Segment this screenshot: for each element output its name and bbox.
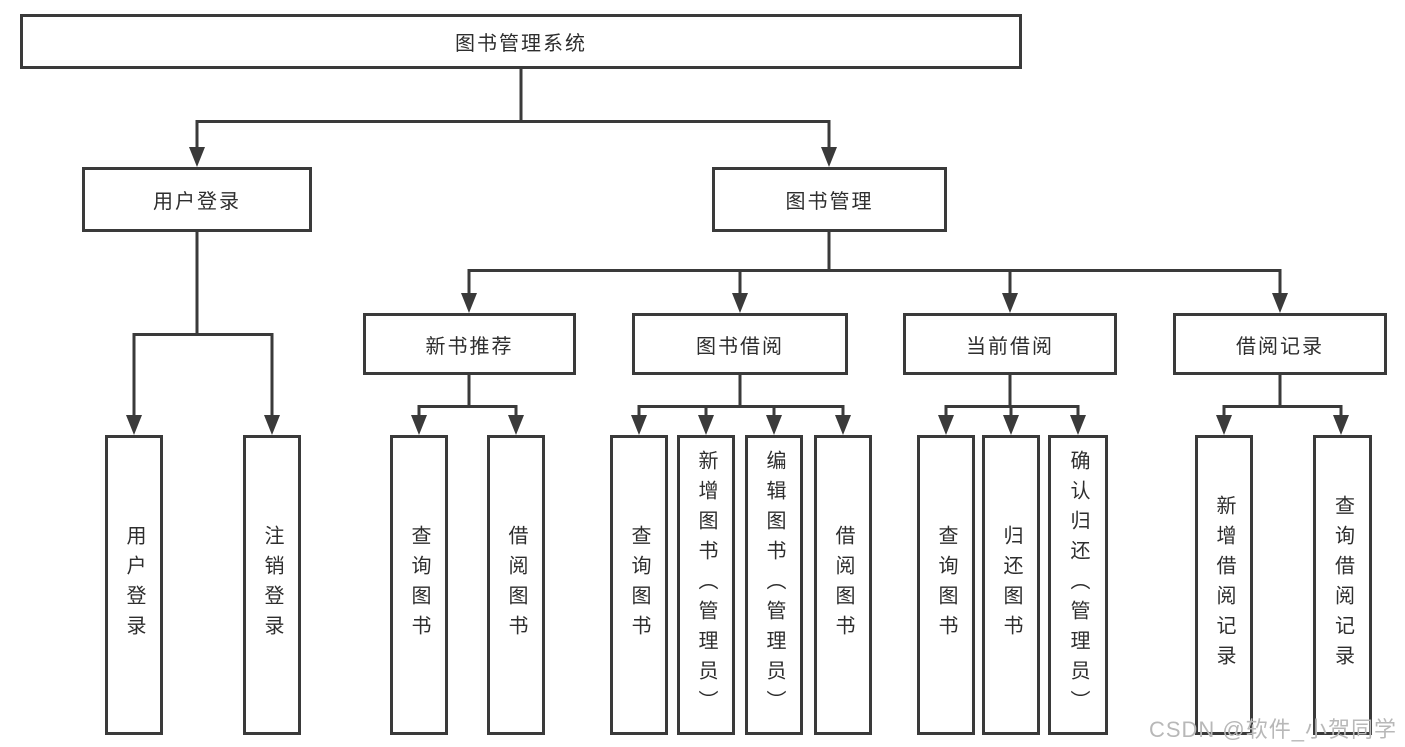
leaf-logout: 注销登录 bbox=[243, 435, 301, 735]
csdn-watermark: CSDN @软件_小贺同学 bbox=[1148, 717, 1397, 742]
leaf-current-confirm-return-admin: 确认归还（管理员） bbox=[1048, 435, 1108, 735]
leaf-records-query-borrow-record: 查询借阅记录 bbox=[1313, 435, 1372, 735]
node-root-book-management-system: 图书管理系统 bbox=[20, 14, 1022, 69]
node-borrowing-records: 借阅记录 bbox=[1173, 313, 1387, 375]
leaf-recommendation-borrow-books: 借阅图书 bbox=[487, 435, 545, 735]
node-book-management: 图书管理 bbox=[712, 167, 947, 232]
leaf-borrowing-add-books-admin: 新增图书（管理员） bbox=[677, 435, 735, 735]
leaf-records-add-borrow-record: 新增借阅记录 bbox=[1195, 435, 1253, 735]
leaf-user-login: 用户登录 bbox=[105, 435, 163, 735]
leaf-recommendation-query-books: 查询图书 bbox=[390, 435, 448, 735]
node-user-login: 用户登录 bbox=[82, 167, 312, 232]
leaf-borrowing-edit-books-admin: 编辑图书（管理员） bbox=[745, 435, 803, 735]
leaf-current-query-books: 查询图书 bbox=[917, 435, 975, 735]
node-new-book-recommendation: 新书推荐 bbox=[363, 313, 576, 375]
leaf-borrowing-borrow-books: 借阅图书 bbox=[814, 435, 872, 735]
leaf-borrowing-query-books: 查询图书 bbox=[610, 435, 668, 735]
node-book-borrowing: 图书借阅 bbox=[632, 313, 848, 375]
node-current-borrowing: 当前借阅 bbox=[903, 313, 1117, 375]
leaf-current-return-books: 归还图书 bbox=[982, 435, 1040, 735]
